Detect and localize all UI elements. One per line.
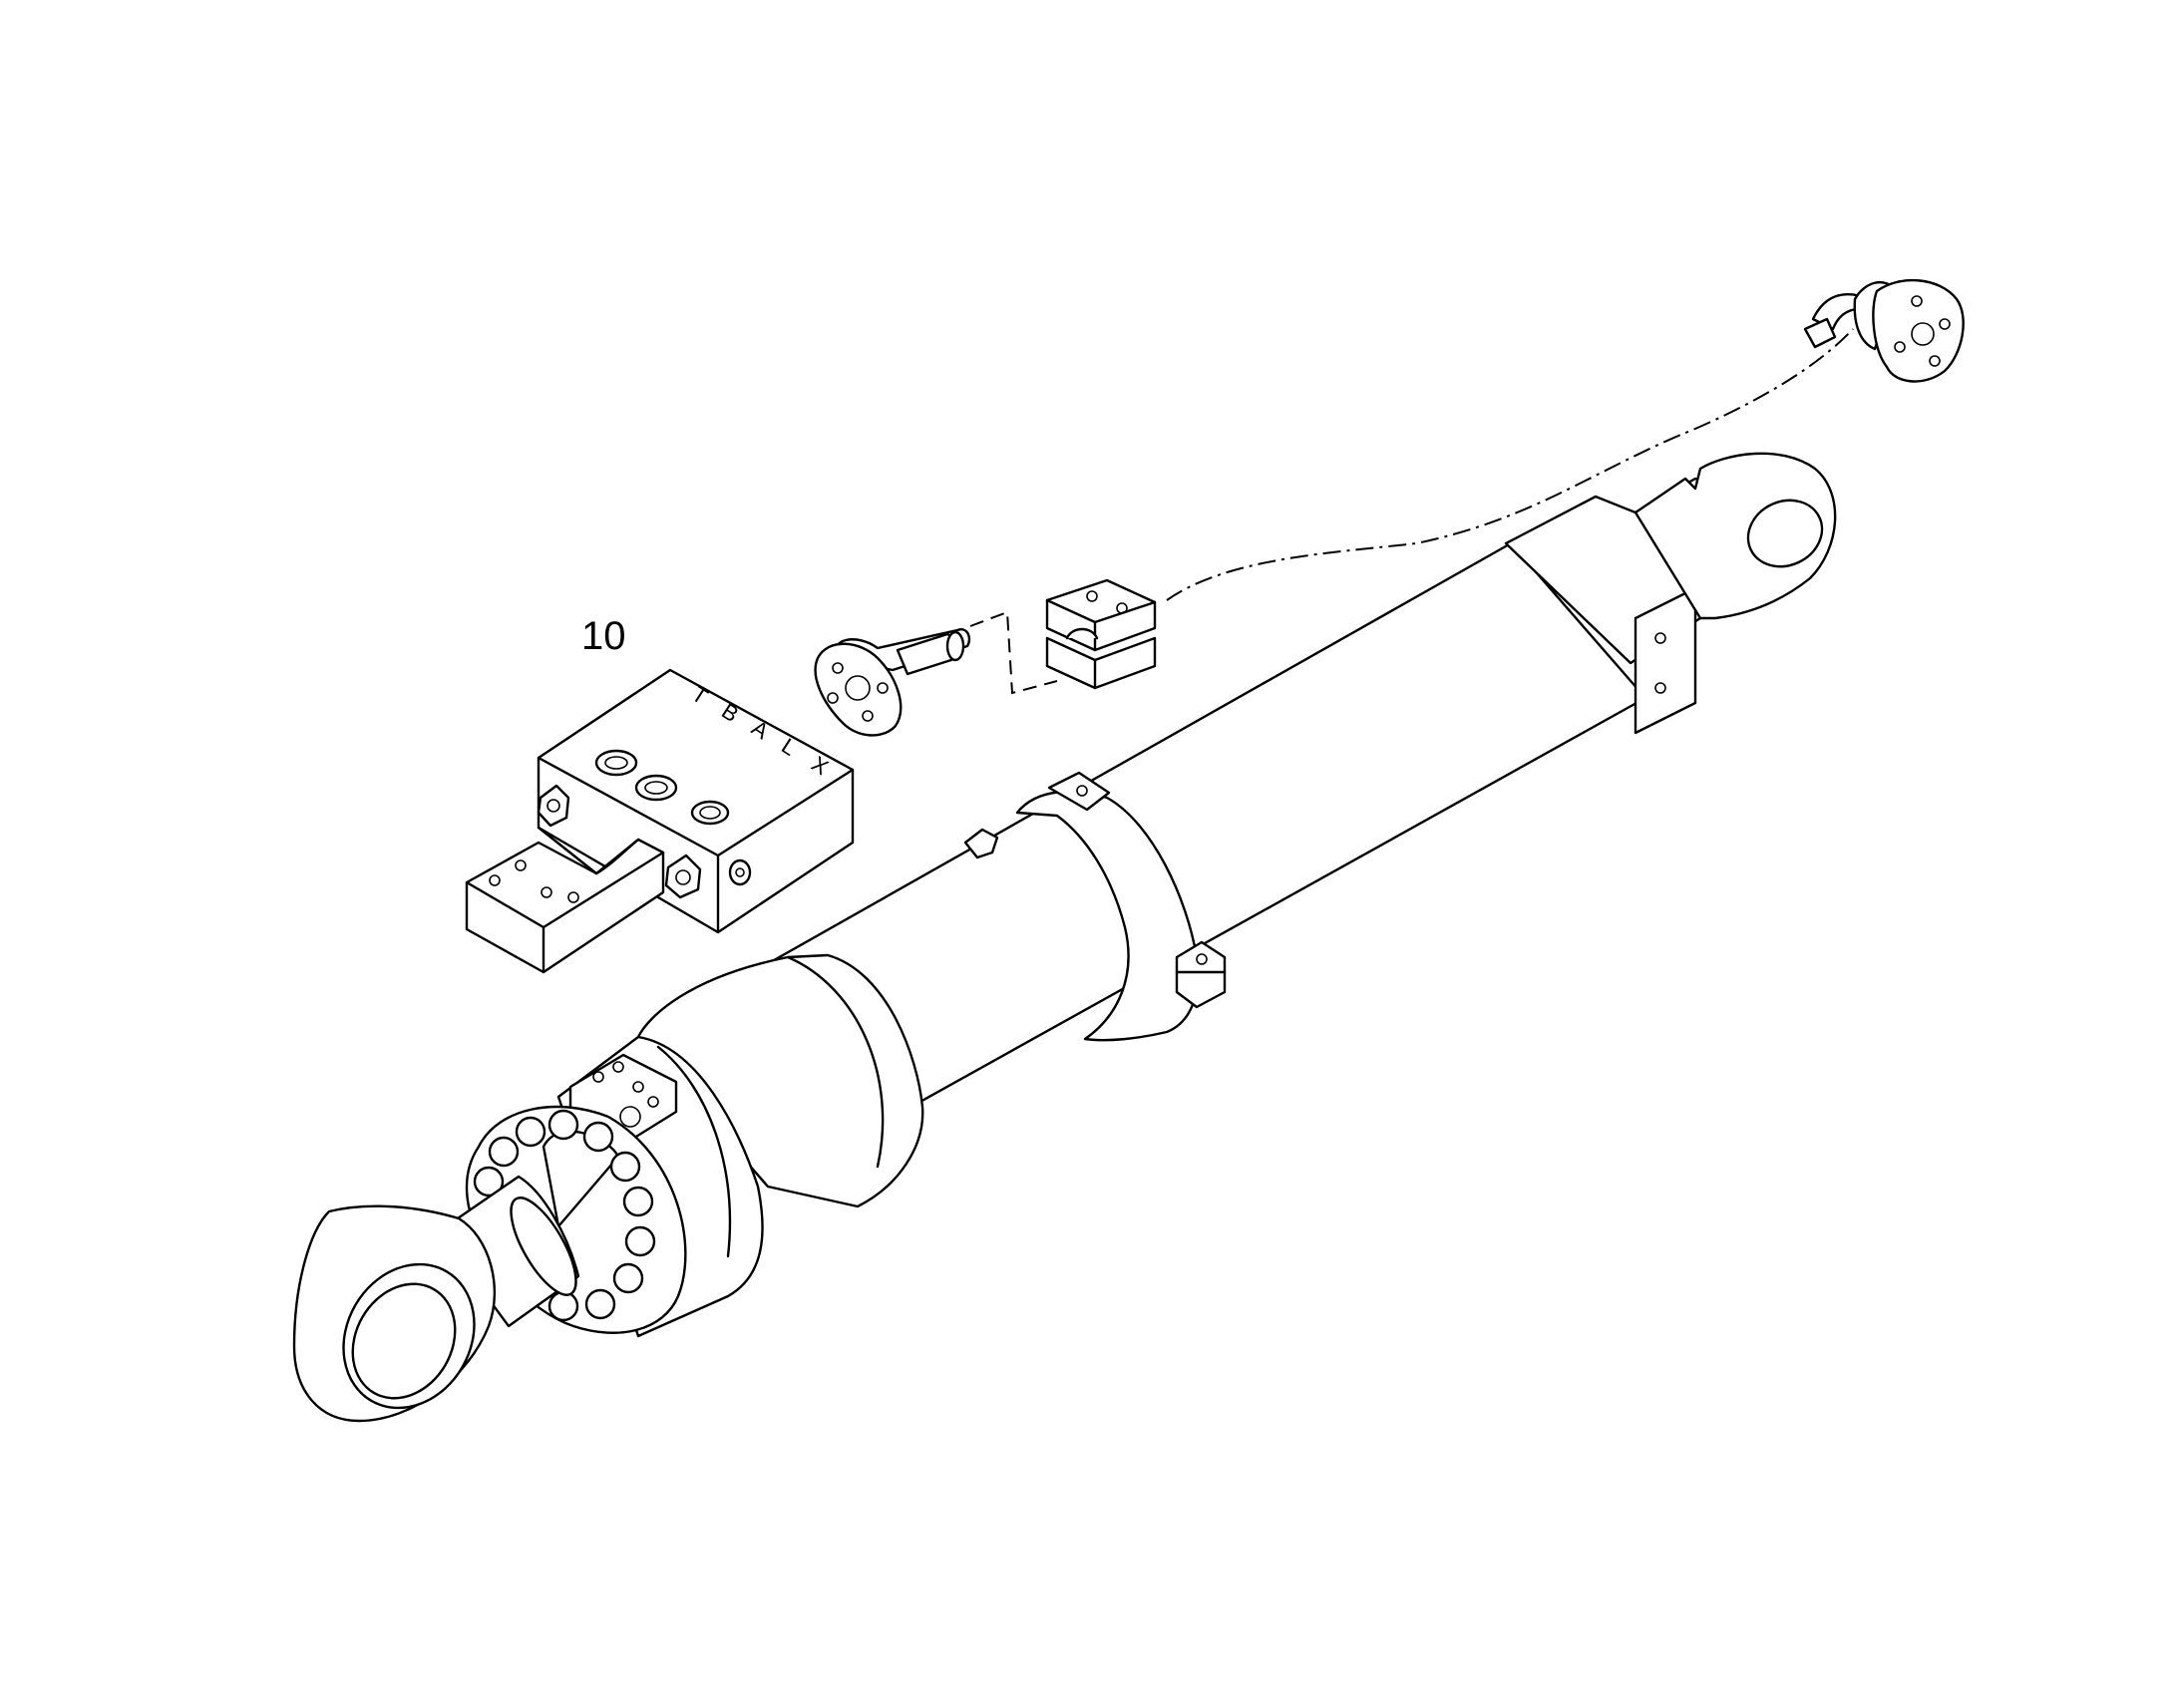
flange-fitting xyxy=(814,628,971,737)
valve-port xyxy=(594,749,638,777)
fitting-route-line xyxy=(969,610,1058,695)
valve-port xyxy=(634,774,678,802)
hose-route-line xyxy=(1166,328,1854,601)
hose-elbow-flange xyxy=(1803,278,1965,383)
split-clamp-block xyxy=(1045,578,1157,690)
flange-bolts xyxy=(473,1109,656,1322)
valve-block-assembly: T B A L X xyxy=(465,668,855,974)
valve-port xyxy=(690,800,730,826)
callout-number-10: 10 xyxy=(581,614,626,658)
hydraulic-cylinder xyxy=(292,452,1837,1423)
